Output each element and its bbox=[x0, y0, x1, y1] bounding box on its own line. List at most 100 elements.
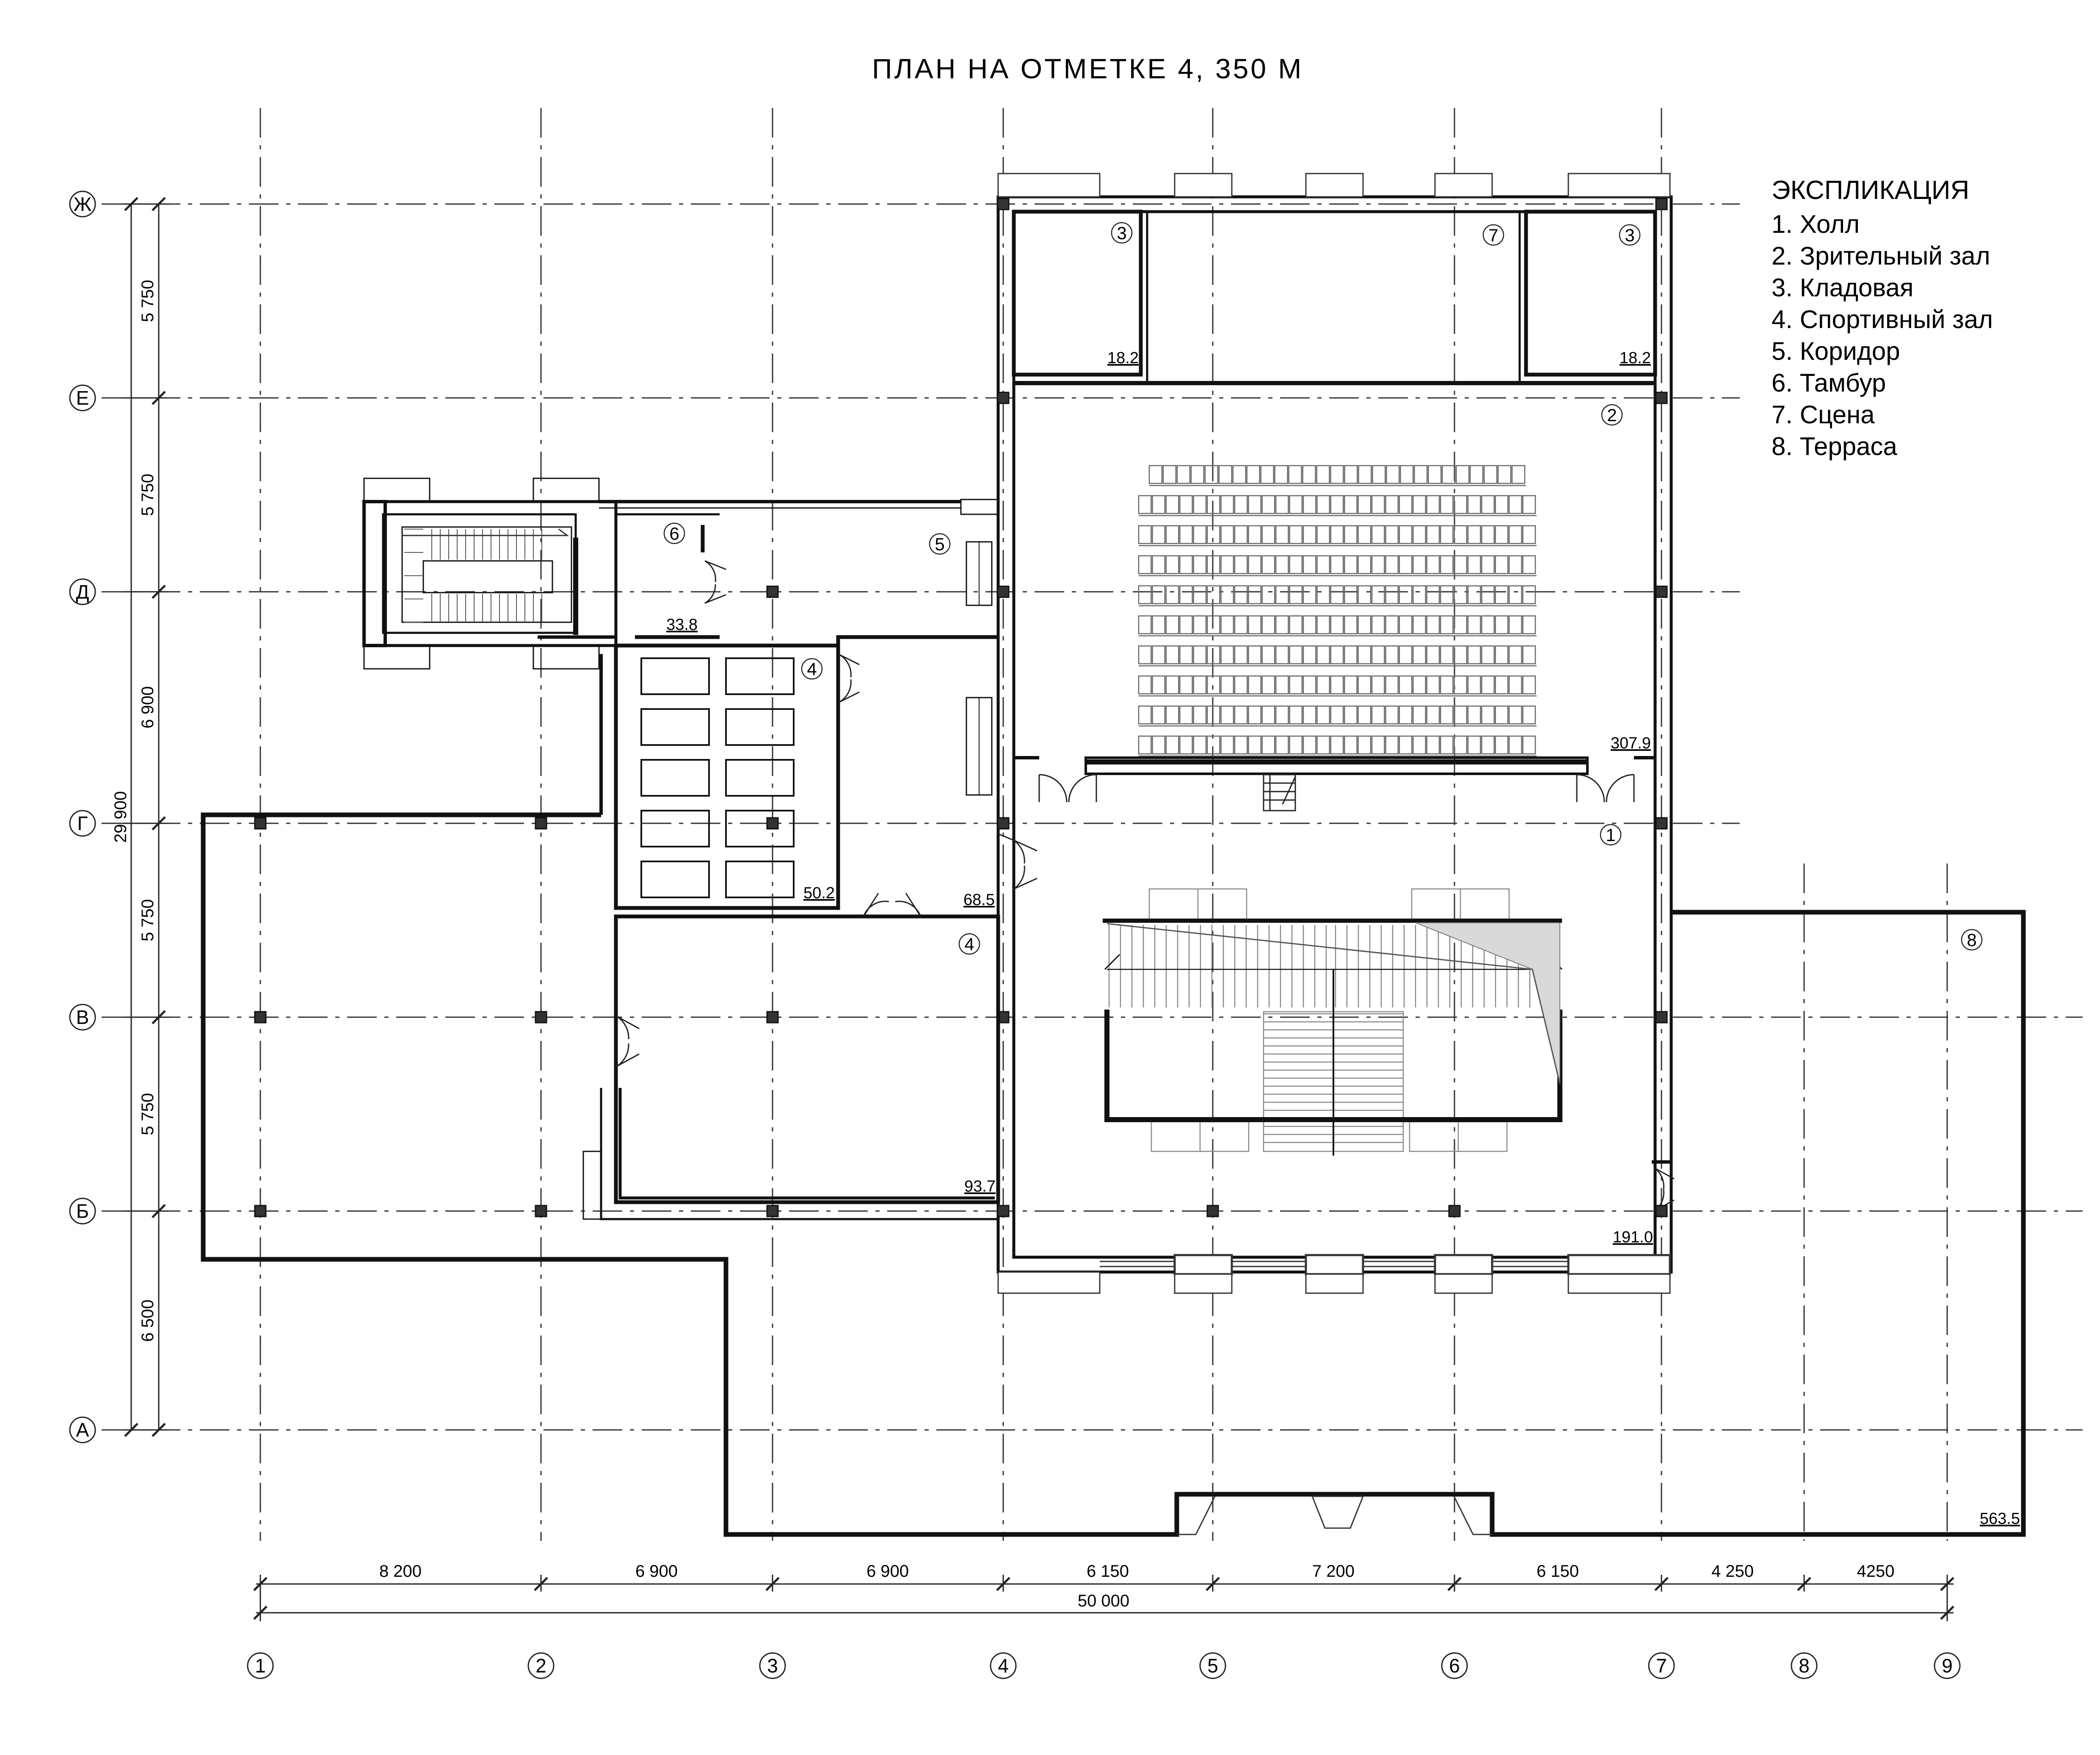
terrace-steps bbox=[1177, 1496, 1492, 1535]
axis-bubble bbox=[69, 1416, 96, 1443]
seat bbox=[1260, 465, 1274, 484]
column bbox=[997, 392, 1010, 404]
seat bbox=[1275, 495, 1289, 514]
seat bbox=[1165, 495, 1179, 514]
seat bbox=[1330, 735, 1344, 755]
seat bbox=[1426, 645, 1440, 665]
seat bbox=[1261, 615, 1275, 635]
axis-bubble bbox=[527, 1652, 555, 1679]
seat bbox=[1344, 735, 1358, 755]
seat bbox=[1220, 615, 1234, 635]
room-number-vestibule: 6 bbox=[669, 524, 679, 544]
seat bbox=[1399, 555, 1413, 574]
seat bbox=[1454, 645, 1468, 665]
seat bbox=[1234, 495, 1248, 514]
seat bbox=[1344, 675, 1358, 695]
dimension-label: 6 900 bbox=[635, 1562, 678, 1581]
seat bbox=[1413, 495, 1426, 514]
seat bbox=[1148, 465, 1163, 484]
seat bbox=[1316, 705, 1330, 725]
seat bbox=[1289, 735, 1303, 755]
seat bbox=[1440, 615, 1454, 635]
seat bbox=[1165, 645, 1179, 665]
seat bbox=[1495, 735, 1509, 755]
seat bbox=[1426, 615, 1440, 635]
seat bbox=[1371, 585, 1385, 604]
store-room-right bbox=[1524, 210, 1657, 377]
seat bbox=[1152, 495, 1166, 514]
seat bbox=[1481, 585, 1495, 604]
axis-label-col: 3 bbox=[767, 1655, 778, 1677]
dimension-total: 50 000 bbox=[1078, 1592, 1129, 1610]
stair-diagonal bbox=[1107, 923, 1561, 1084]
seat bbox=[1193, 735, 1207, 755]
seat bbox=[1206, 585, 1220, 604]
seat bbox=[1508, 645, 1522, 665]
seat bbox=[1495, 585, 1509, 604]
seat bbox=[1508, 555, 1522, 574]
seat bbox=[1440, 735, 1454, 755]
hall-doors bbox=[1013, 839, 1675, 1211]
seat bbox=[1399, 585, 1413, 604]
seat bbox=[1204, 465, 1219, 484]
seat bbox=[1358, 615, 1371, 635]
gym-mat bbox=[640, 810, 710, 847]
seat bbox=[1275, 555, 1289, 574]
seat bbox=[1261, 585, 1275, 604]
seat bbox=[1400, 465, 1414, 484]
seat bbox=[1426, 555, 1440, 574]
seat bbox=[1220, 555, 1234, 574]
axis-label-col: 7 bbox=[1656, 1655, 1667, 1677]
column bbox=[254, 817, 267, 830]
seat bbox=[1193, 495, 1207, 514]
column bbox=[254, 1205, 267, 1217]
seat bbox=[1371, 555, 1385, 574]
seat bbox=[1261, 645, 1275, 665]
seat bbox=[1248, 735, 1261, 755]
legend-heading: ЭКСПЛИКАЦИЯ bbox=[1772, 176, 1969, 205]
seat bbox=[1316, 735, 1330, 755]
gym-mats bbox=[640, 657, 795, 898]
seat bbox=[1275, 585, 1289, 604]
dimension-label: 5 750 bbox=[138, 280, 157, 322]
gym-mat bbox=[725, 810, 795, 847]
seat bbox=[1234, 555, 1248, 574]
axis-bubble bbox=[69, 1004, 96, 1031]
axis-bubble bbox=[247, 1652, 274, 1679]
axis-bubble bbox=[1441, 1652, 1468, 1679]
seat bbox=[1344, 555, 1358, 574]
seat bbox=[1206, 615, 1220, 635]
seat bbox=[1138, 525, 1152, 544]
seat bbox=[1152, 555, 1166, 574]
seat bbox=[1302, 525, 1316, 544]
room-number-gym-lower: 4 bbox=[964, 934, 974, 954]
seat bbox=[1330, 555, 1344, 574]
seat bbox=[1454, 705, 1468, 725]
seat bbox=[1469, 465, 1484, 484]
seat bbox=[1495, 525, 1509, 544]
column bbox=[1448, 1205, 1461, 1217]
axis-bubble bbox=[69, 810, 96, 837]
seat bbox=[1302, 705, 1316, 725]
seat bbox=[1152, 675, 1166, 695]
seat bbox=[1413, 525, 1426, 544]
gym-lower-niche bbox=[582, 1151, 602, 1220]
seat bbox=[1399, 645, 1413, 665]
seat bbox=[1302, 555, 1316, 574]
seat bbox=[1248, 585, 1261, 604]
seat bbox=[1248, 495, 1261, 514]
stair-wing bbox=[362, 477, 999, 670]
seat bbox=[1467, 735, 1481, 755]
seat bbox=[1413, 645, 1426, 665]
room-areas: 18.2 18.2 307.9 33.8 68.5 50.2 93.7 191.… bbox=[666, 349, 2020, 1528]
seat bbox=[1481, 645, 1495, 665]
seat bbox=[1497, 465, 1512, 484]
seat bbox=[1248, 555, 1261, 574]
axis-bubble bbox=[1791, 1652, 1818, 1679]
seat bbox=[1138, 645, 1152, 665]
seat bbox=[1248, 525, 1261, 544]
seat bbox=[1358, 555, 1371, 574]
seat bbox=[1440, 705, 1454, 725]
stair-shading bbox=[1416, 922, 1560, 1084]
seat bbox=[1179, 495, 1193, 514]
